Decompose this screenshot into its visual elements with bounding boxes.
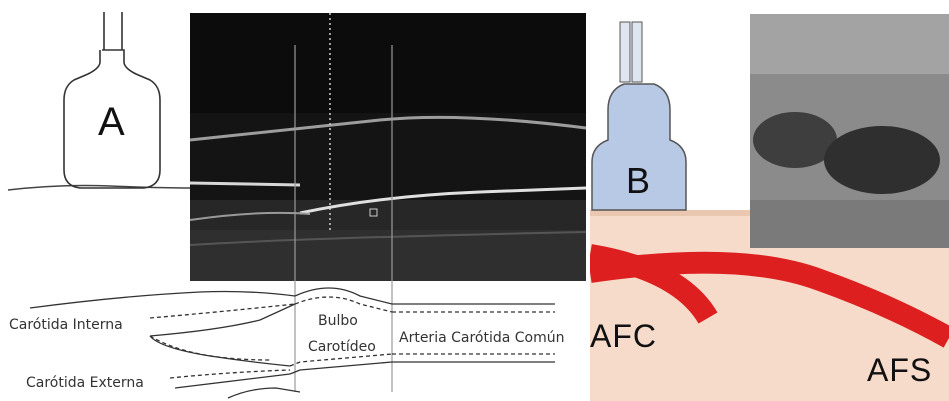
afs-label: AFS	[867, 352, 932, 389]
panel-a: A Carótida Interna Carótida Externa Bulb…	[0, 0, 590, 401]
afc-label: AFC	[590, 318, 657, 355]
common-carotid-label: Arteria Carótida Común	[399, 330, 577, 346]
panel-b: B AFC AFS	[590, 0, 949, 401]
probe-b-label: B	[626, 160, 650, 202]
bulb-label-line2: Carotídeo	[308, 339, 376, 355]
probe-a-label: A	[98, 100, 125, 145]
vessel-lumen-right	[824, 126, 940, 194]
vessel-wall-branch	[190, 183, 300, 185]
bulb-label-line1: Bulbo	[318, 313, 358, 329]
internal-carotid-label: Carótida Interna	[9, 317, 123, 333]
external-carotid-label: Carótida Externa	[26, 375, 144, 391]
